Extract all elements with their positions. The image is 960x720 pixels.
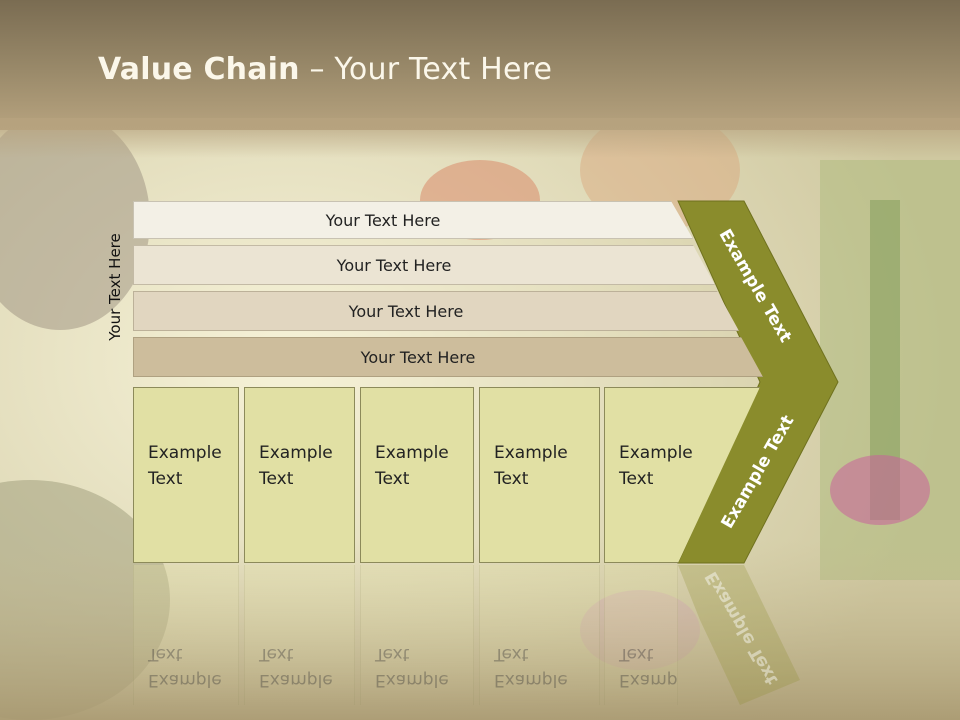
primary-box-1-reflection-text: Example Text <box>133 565 239 705</box>
support-row-1-label: Your Text Here <box>325 210 441 230</box>
support-row-1: Your Text Here <box>133 201 693 239</box>
primary-box-2-reflection: Example Text <box>244 565 355 705</box>
chevron-arrow <box>677 200 839 564</box>
primary-box-5-label: Example Text <box>619 443 693 489</box>
chevron-reflection <box>678 565 800 705</box>
primary-box-5-reflection-text: Example Text <box>604 565 678 705</box>
primary-box-2: Example Text <box>244 387 355 563</box>
primary-box-2-label: Example Text <box>259 443 333 489</box>
support-row-2-label: Your Text Here <box>336 255 452 275</box>
primary-box-3-reflection: Example Text <box>360 565 474 705</box>
support-row-3: Your Text Here <box>133 291 739 331</box>
primary-box-4-reflection: Example Text <box>479 565 600 705</box>
primary-box-1: Example Text <box>133 387 239 563</box>
primary-box-4: Example Text <box>479 387 600 563</box>
primary-box-4-label: Example Text <box>494 443 568 489</box>
primary-box-4-reflection-text: Example Text <box>479 565 600 705</box>
slide-title-rest: – Your Text Here <box>299 52 553 87</box>
primary-box-3-reflection-text: Example Text <box>360 565 474 705</box>
support-row-3-label: Your Text Here <box>348 301 464 321</box>
title-banner <box>0 0 960 130</box>
support-row-4-label: Your Text Here <box>360 347 476 367</box>
primary-box-1-reflection: Example Text <box>133 565 239 705</box>
slide-title-bold: Value Chain <box>98 52 300 87</box>
title-banner-fade <box>0 118 960 158</box>
primary-box-2-reflection-text: Example Text <box>244 565 355 705</box>
primary-box-1-label: Example Text <box>148 443 222 489</box>
support-row-4: Your Text Here <box>133 337 763 377</box>
support-row-2: Your Text Here <box>133 245 715 285</box>
primary-box-5-reflection: Example Text <box>604 565 678 705</box>
primary-box-3: Example Text <box>360 387 474 563</box>
slide-title: Value Chain – Your Text Here <box>98 52 552 87</box>
primary-box-3-label: Example Text <box>375 443 449 489</box>
